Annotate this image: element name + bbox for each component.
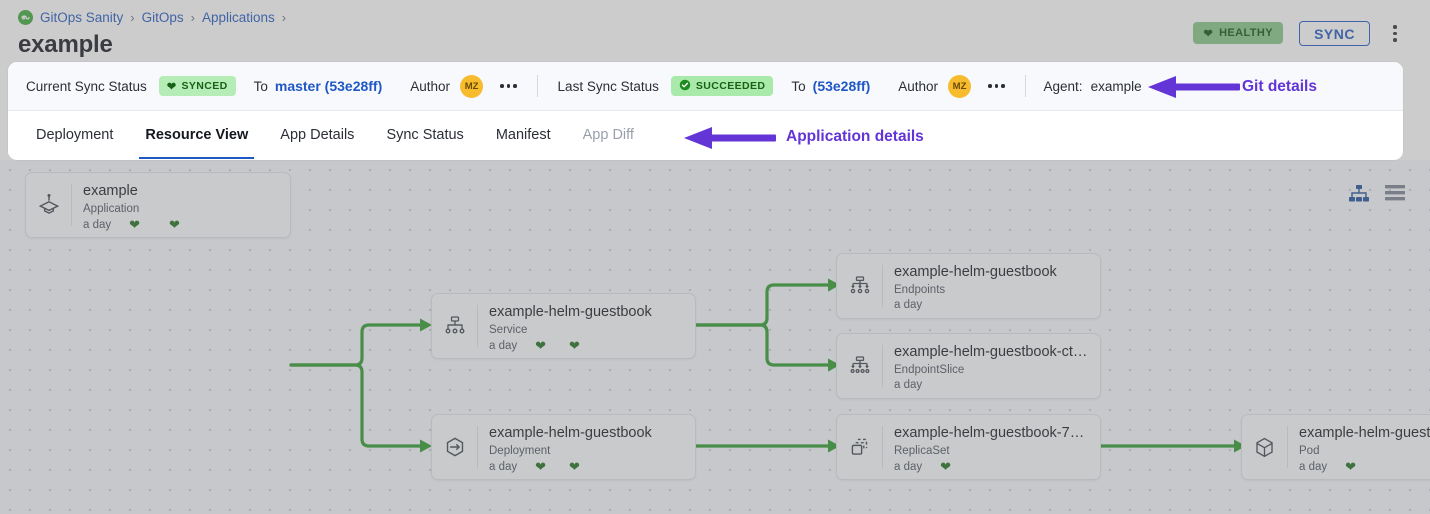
node-divider xyxy=(1287,426,1288,468)
graph-node-application[interactable]: example Application a day ❤ ❤ xyxy=(25,172,291,238)
sync-heart-icon: ❤ xyxy=(569,459,580,475)
application-details-arrow xyxy=(684,127,776,149)
avatar[interactable]: MZ xyxy=(948,74,972,98)
deployment-icon xyxy=(432,415,477,479)
tab-deployment[interactable]: Deployment xyxy=(36,127,114,143)
health-heart-icon: ❤ xyxy=(535,459,547,475)
node-kind: EndpointSlice xyxy=(894,364,965,377)
divider xyxy=(536,75,538,97)
page-title: example xyxy=(18,31,113,58)
current-sync-status-label: Current Sync Status xyxy=(26,78,147,94)
application-icon xyxy=(26,173,71,237)
node-kind: Service xyxy=(489,324,528,337)
node-age: a day xyxy=(489,460,518,473)
graph-node-endpointslice[interactable]: example-helm-guestbook-ct… EndpointSlice… xyxy=(836,333,1101,399)
pod-icon xyxy=(1242,415,1287,479)
last-overflow-icon[interactable] xyxy=(988,84,1005,88)
node-divider xyxy=(477,305,478,347)
last-sync-status-chip: SUCCEEDED xyxy=(670,76,774,96)
breadcrumb-item-applications[interactable]: Applications xyxy=(201,10,275,25)
sync-heart-icon: ❤ xyxy=(569,338,580,354)
health-heart-icon: ❤ xyxy=(1345,459,1357,475)
sync-heart-icon: ❤ xyxy=(169,217,180,233)
node-divider xyxy=(477,426,478,468)
last-sync-status-chip-label: SUCCEEDED xyxy=(695,80,766,92)
git-details-annotation-label: Git details xyxy=(1242,78,1317,95)
breadcrumb: GitOps Sanity › GitOps › Applications › xyxy=(18,10,286,25)
breadcrumb-separator: › xyxy=(190,10,195,25)
current-overflow-icon[interactable] xyxy=(500,84,517,88)
current-revision-link[interactable]: master (53e28ff) xyxy=(274,78,383,94)
node-title: example-helm-guestbook xyxy=(489,304,652,320)
tab-app-details[interactable]: App Details xyxy=(280,127,355,143)
node-age: a day xyxy=(894,299,923,312)
node-divider xyxy=(882,426,883,468)
tab-manifest[interactable]: Manifest xyxy=(495,127,551,143)
node-title: example-helm-guestbook xyxy=(489,425,652,441)
tree-view-icon[interactable] xyxy=(1348,184,1370,209)
current-to-label: To xyxy=(253,78,268,94)
node-kind: Endpoints xyxy=(894,284,946,297)
replicaset-icon xyxy=(837,415,882,479)
node-divider xyxy=(882,345,883,387)
health-heart-icon: ❤ xyxy=(129,217,141,233)
sync-button[interactable]: SYNC xyxy=(1299,21,1370,46)
agent-label: Agent: xyxy=(1043,78,1083,94)
last-author-label: Author xyxy=(898,78,939,94)
current-sync-status-chip: ❤ SYNCED xyxy=(158,76,236,96)
heart-icon: ❤ xyxy=(166,80,177,93)
tab-resource-view[interactable]: Resource View xyxy=(129,111,264,159)
node-title: example-helm-guest xyxy=(1299,425,1430,441)
node-kind: ReplicaSet xyxy=(894,445,950,458)
graph-node-endpoints[interactable]: example-helm-guestbook Endpoints a day xyxy=(836,253,1101,319)
node-kind: Application xyxy=(83,203,140,216)
page-header: GitOps Sanity › GitOps › Applications › … xyxy=(0,0,1430,62)
graph-node-deployment[interactable]: example-helm-guestbook Deployment a day … xyxy=(431,414,696,480)
node-age: a day xyxy=(894,379,923,392)
git-details-arrow xyxy=(1148,76,1240,98)
node-title: example-helm-guestbook-74… xyxy=(894,425,1090,441)
graph-node-replicaset[interactable]: example-helm-guestbook-74… ReplicaSet a … xyxy=(836,414,1101,480)
breadcrumb-item-gitops[interactable]: GitOps xyxy=(141,10,184,25)
health-badge-label: HEALTHY xyxy=(1219,27,1273,39)
graph-node-pod[interactable]: example-helm-guest Pod a day ❤ xyxy=(1241,414,1430,480)
node-divider xyxy=(71,184,72,226)
avatar[interactable]: MZ xyxy=(460,74,484,98)
last-to-label: To xyxy=(791,78,806,94)
node-kind: Deployment xyxy=(489,445,551,458)
breadcrumb-item-gitops-sanity[interactable]: GitOps Sanity xyxy=(40,10,124,25)
breadcrumb-separator: › xyxy=(281,10,287,25)
kebab-menu-icon[interactable] xyxy=(1386,21,1404,46)
tab-sync-status[interactable]: Sync Status xyxy=(386,127,464,143)
last-sync-status-label: Last Sync Status xyxy=(557,78,659,94)
divider xyxy=(1024,75,1026,97)
node-divider xyxy=(882,265,883,307)
last-revision-link[interactable]: (53e28ff) xyxy=(812,78,871,94)
heart-icon: ❤ xyxy=(1203,27,1214,40)
node-age: a day xyxy=(83,218,112,231)
health-heart-icon: ❤ xyxy=(535,338,547,354)
node-kind: Pod xyxy=(1299,445,1320,458)
graph-node-service[interactable]: example-helm-guestbook Service a day ❤ ❤ xyxy=(431,293,696,359)
application-details-annotation-label: Application details xyxy=(786,128,924,145)
service-icon xyxy=(432,294,477,358)
endpointslice-icon xyxy=(837,334,882,398)
tab-app-diff[interactable]: App Diff xyxy=(582,127,634,143)
endpoints-icon xyxy=(837,254,882,318)
gitops-logo-icon xyxy=(18,10,33,25)
status-badge-health: ❤ HEALTHY xyxy=(1193,22,1283,44)
check-circle-icon xyxy=(679,79,691,94)
node-age: a day xyxy=(489,339,518,352)
node-title: example xyxy=(83,183,138,199)
current-author-label: Author xyxy=(410,78,451,94)
node-age: a day xyxy=(1299,460,1328,473)
current-sync-status-chip-label: SYNCED xyxy=(181,80,228,92)
node-age: a day xyxy=(894,460,923,473)
breadcrumb-separator: › xyxy=(130,10,135,25)
node-title: example-helm-guestbook-ct… xyxy=(894,344,1088,360)
health-heart-icon: ❤ xyxy=(940,459,952,475)
list-view-icon[interactable] xyxy=(1385,184,1405,207)
node-title: example-helm-guestbook xyxy=(894,264,1057,280)
agent-value: example xyxy=(1090,78,1142,94)
